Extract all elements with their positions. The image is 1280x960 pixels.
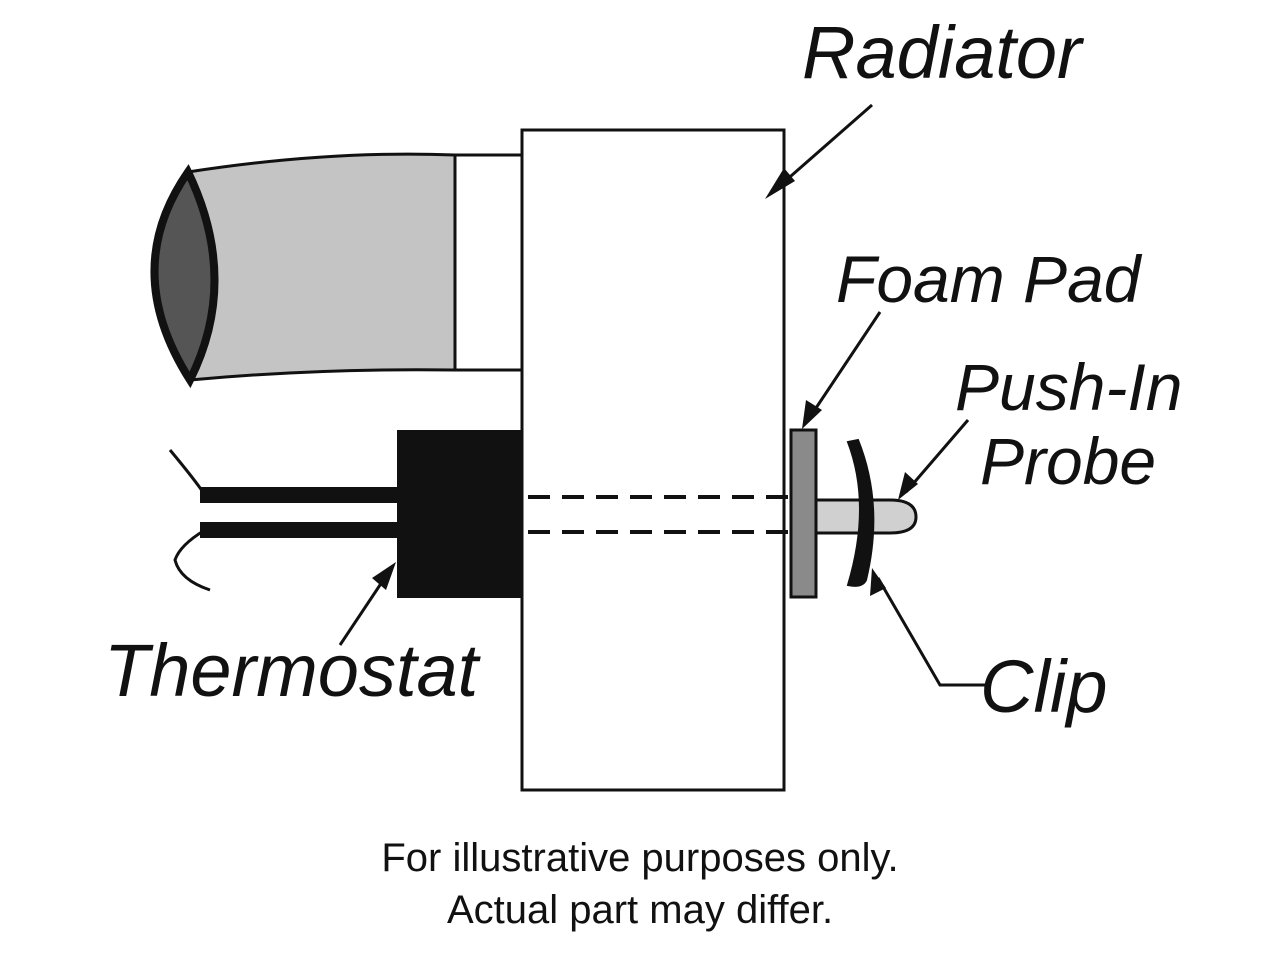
label-thermostat: Thermostat [104, 629, 482, 712]
foam-pad [789, 428, 818, 599]
probe-channel [528, 495, 795, 534]
label-push-in: Push-In [955, 350, 1182, 424]
hose-opening [150, 164, 219, 389]
radiator-body [520, 128, 786, 792]
push-in-probe-arrow [904, 419, 970, 493]
disclaimer-line-2: Actual part may differ. [446, 888, 834, 932]
foam-pad-arrow [806, 311, 882, 421]
label-foam-pad: Foam Pad [836, 242, 1143, 316]
label-probe: Probe [980, 424, 1156, 498]
hose-fitting [453, 153, 525, 372]
label-radiator: Radiator [802, 11, 1085, 94]
thermostat-block [397, 430, 523, 598]
hose [150, 152, 457, 389]
disclaimer-line-1: For illustrative purposes only. [381, 836, 899, 880]
radiator-arrow [774, 103, 873, 192]
arrowheads [372, 168, 918, 596]
clip [846, 438, 875, 587]
thermostat-wires [168, 449, 400, 592]
clip-arrow [876, 577, 990, 687]
label-clip: Clip [980, 645, 1107, 728]
